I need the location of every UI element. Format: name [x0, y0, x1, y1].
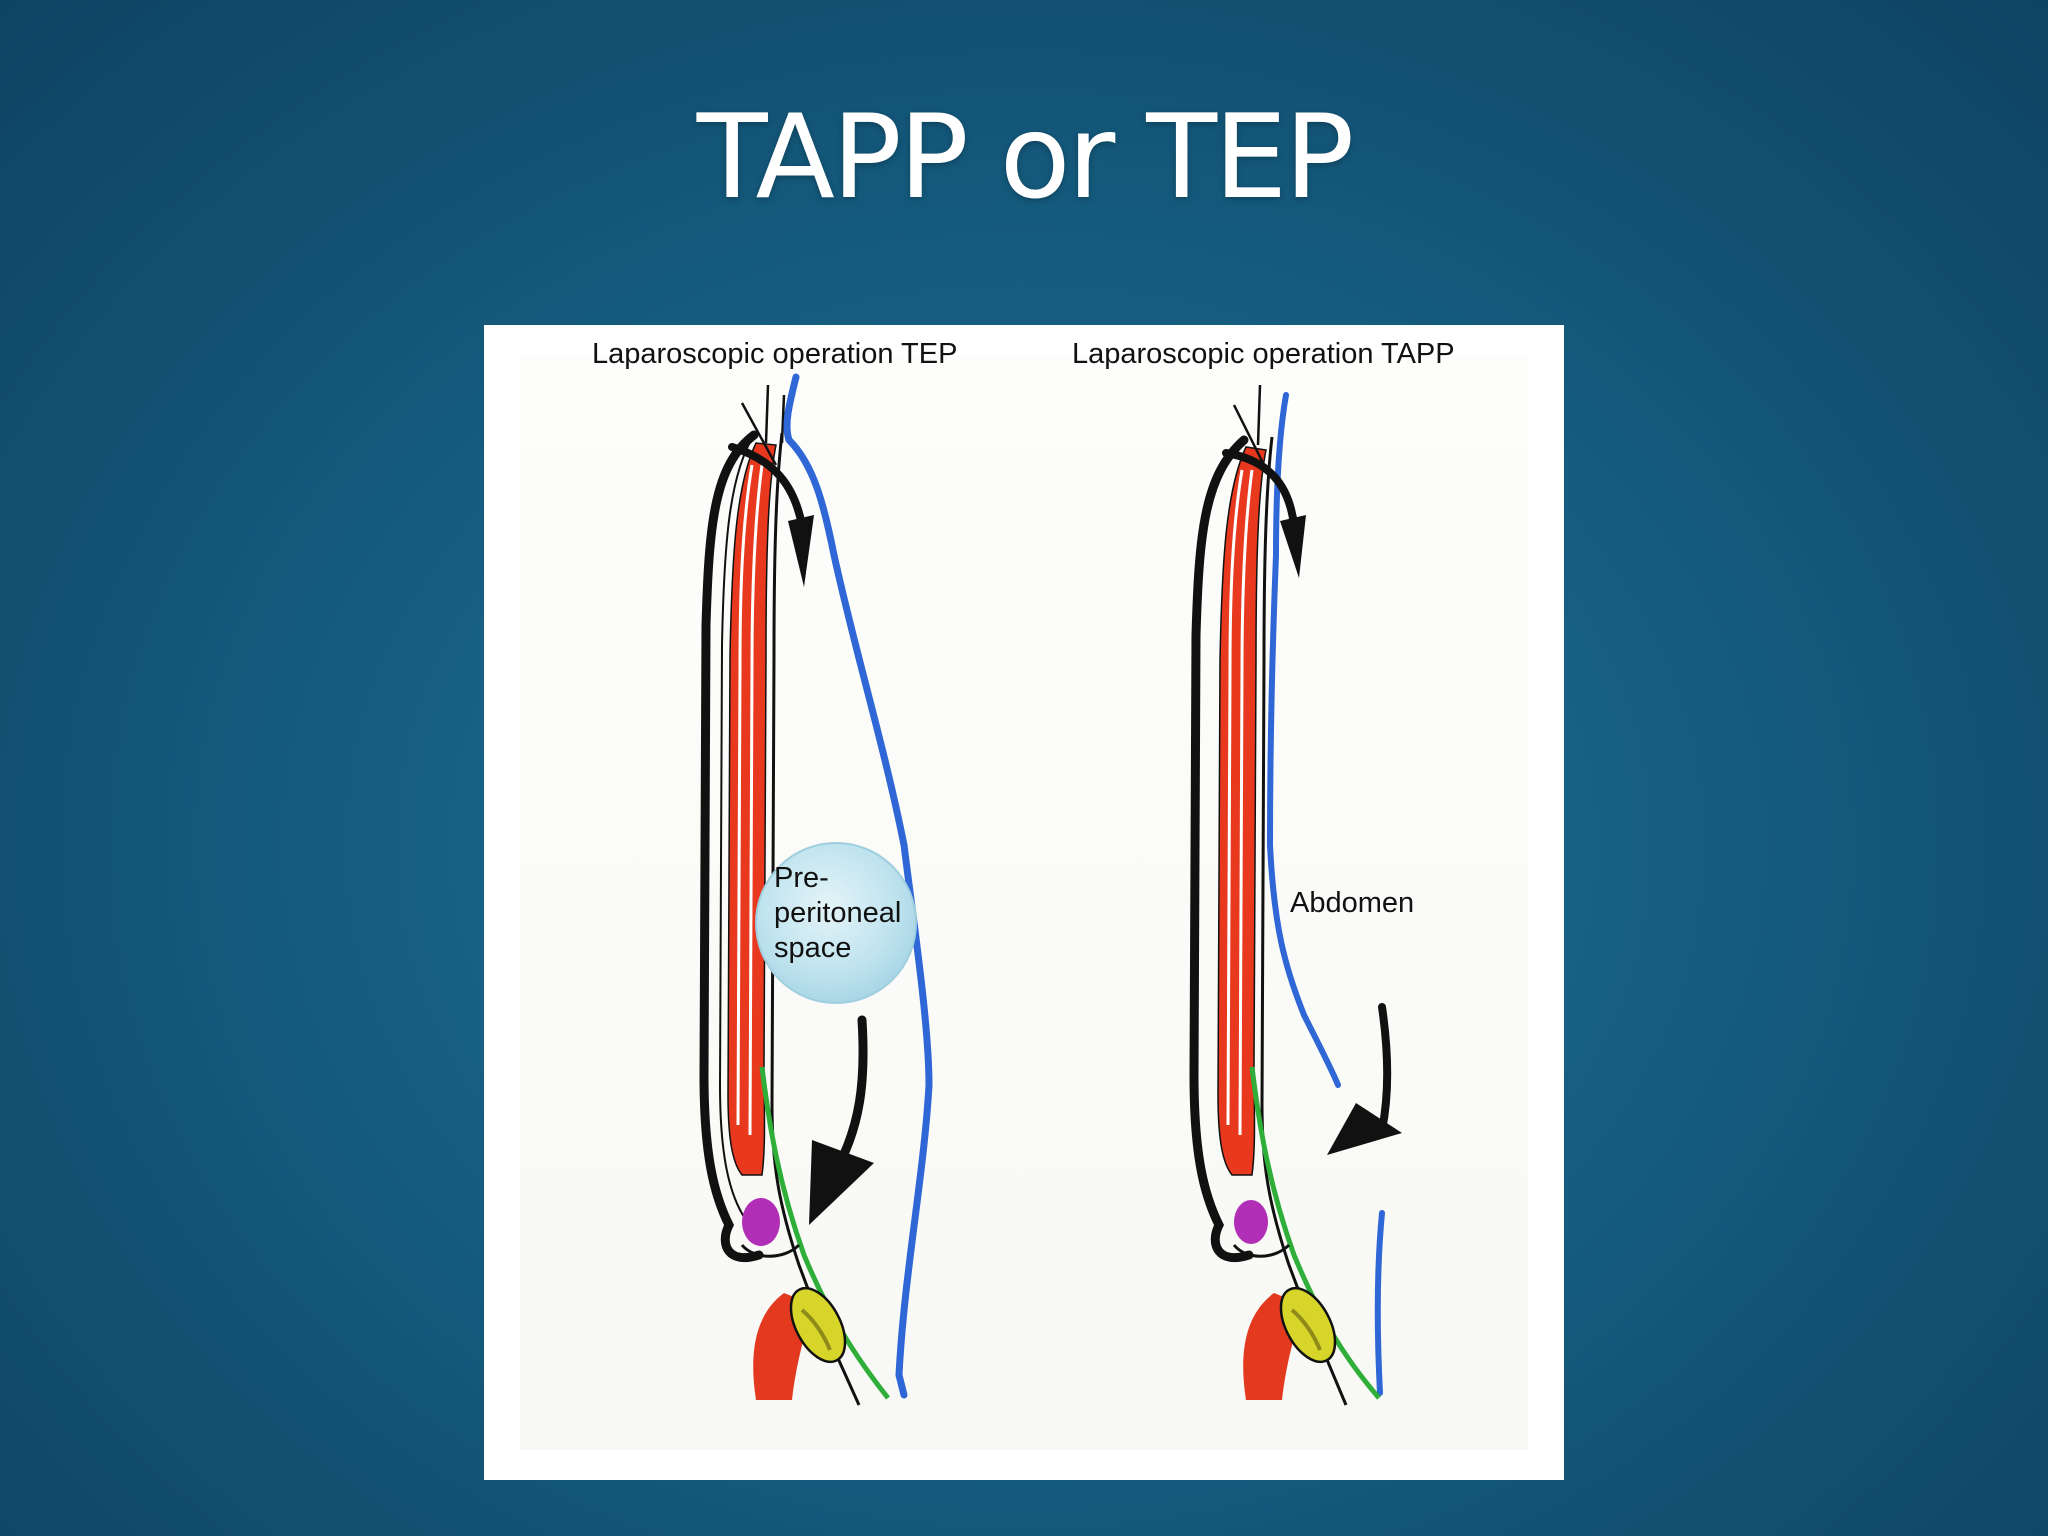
slide-title: TAPP or TEP — [696, 90, 1355, 225]
tep-fascia-thin-line — [718, 434, 755, 1221]
tapp-arrow-bottom-shaft — [1378, 1003, 1392, 1134]
tapp-panel-title: Laparoscopic operation TAPP — [1072, 338, 1455, 370]
bubble-label-line-1: Pre- — [774, 862, 829, 894]
bubble-label-line-2: peritoneal — [774, 897, 901, 929]
bubble-label-line-3: space — [774, 932, 851, 964]
anatomy-diagram: Laparoscopic operation TEP Pre- peritone… — [520, 338, 1528, 1450]
tapp-epigastric-vessel — [1234, 1200, 1268, 1244]
tep-trocar-1 — [740, 402, 778, 466]
abdomen-label: Abdomen — [1290, 887, 1414, 919]
tep-arrow-top-head — [788, 515, 814, 587]
tapp-posterior-fascia — [1249, 1066, 1381, 1400]
tep-cord-detail — [800, 1308, 832, 1351]
tep-trocar-2 — [764, 384, 770, 444]
diagram-background — [520, 355, 1528, 1450]
tep-panel: Laparoscopic operation TEP Pre- peritone… — [592, 338, 957, 1406]
tep-arrow-bottom-head — [809, 1140, 874, 1225]
tep-vessel-outline — [740, 1243, 801, 1258]
tep-muscle-fiber-1 — [736, 464, 754, 1126]
tep-skin-line — [699, 430, 764, 1263]
diagram-figure: Laparoscopic operation TEP Pre- peritone… — [484, 325, 1564, 1480]
preperitoneal-space-bubble — [755, 842, 917, 1004]
tapp-transversalis-line — [1260, 436, 1348, 1406]
tapp-arrow-bottom-head — [1327, 1103, 1402, 1155]
tep-peritoneum — [783, 373, 933, 1399]
tapp-vessel-outline — [1232, 1243, 1291, 1258]
tapp-arrow-top-shaft — [1222, 449, 1298, 529]
tep-trocar-3 — [780, 394, 786, 444]
tapp-trocar-1 — [1232, 404, 1266, 466]
tapp-peritoneum-upper — [1266, 392, 1341, 1088]
tapp-arrow-top-head — [1280, 515, 1306, 578]
tapp-skin-line — [1189, 435, 1254, 1263]
tapp-panel: Laparoscopic operation TAPP Abdomen — [1072, 338, 1455, 1406]
tapp-peritoneum-lower — [1374, 1210, 1385, 1396]
tep-posterior-fascia — [759, 1066, 890, 1400]
tapp-muscle-fiber-2 — [1238, 469, 1254, 1136]
tapp-muscle-fiber-1 — [1226, 469, 1244, 1126]
tep-arrow-top-shaft — [728, 443, 806, 529]
tep-epigastric-vessel — [742, 1198, 780, 1246]
tep-panel-title: Laparoscopic operation TEP — [592, 338, 957, 370]
tep-muscle-fiber-2 — [748, 464, 764, 1136]
tep-arrow-bottom-shaft — [834, 1015, 868, 1170]
tapp-trocar-2 — [1256, 384, 1262, 446]
tapp-cord-detail — [1290, 1308, 1322, 1351]
